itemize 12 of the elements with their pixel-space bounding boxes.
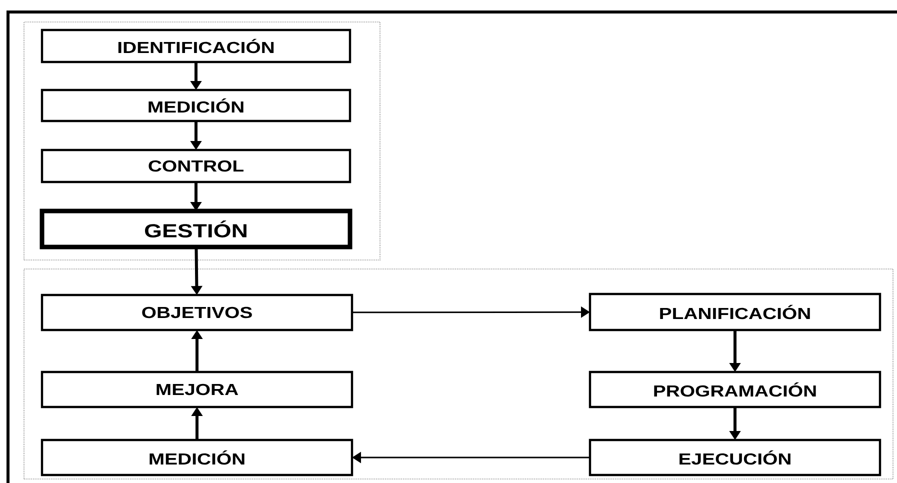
- process-box: GESTIÓN: [40, 208, 352, 250]
- process-box: PLANIFICACIÓN: [588, 292, 882, 332]
- process-box: EJECUCIÓN: [588, 438, 882, 476]
- group-frame: [24, 268, 894, 480]
- process-box: PROGRAMACIÓN: [588, 370, 882, 408]
- process-box: OBJETIVOS: [40, 294, 354, 332]
- process-box: IDENTIFICACIÓN: [40, 28, 352, 64]
- group-frame: [24, 22, 380, 260]
- process-box: MEJORA: [40, 370, 354, 408]
- process-box: MEDICIÓN: [40, 88, 352, 122]
- process-box: MEDICIÓN: [40, 438, 354, 476]
- process-box: CONTROL: [40, 148, 352, 184]
